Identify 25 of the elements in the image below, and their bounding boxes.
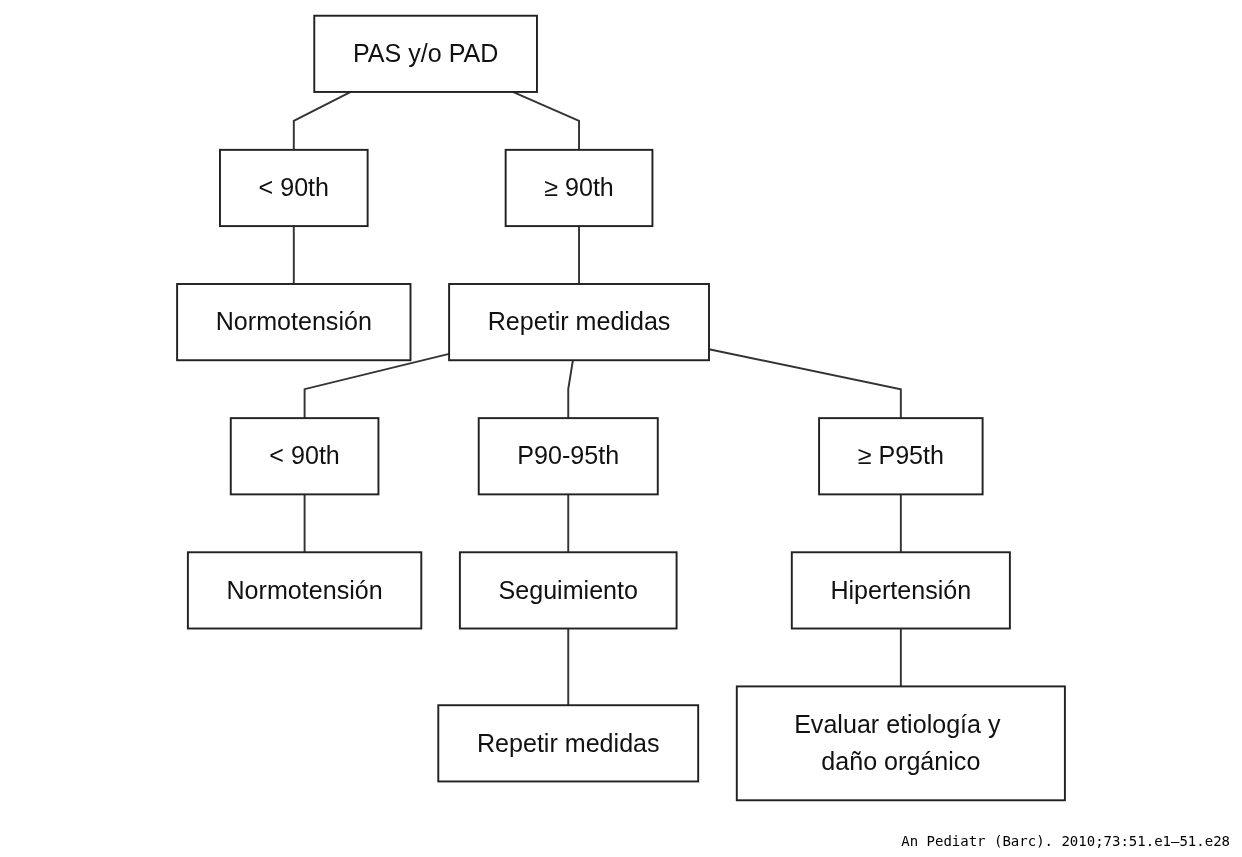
node-box: Repetir medidas: [437, 704, 700, 783]
node-box: P90-95th: [477, 417, 659, 496]
node-box: Repetir medidas: [448, 283, 710, 362]
node-box: Seguimiento: [458, 551, 678, 630]
connector: [511, 91, 580, 151]
connector: [292, 225, 295, 285]
node-box: ≥ 90th: [504, 148, 654, 228]
node-box: < 90th: [219, 148, 369, 228]
node-box: Normotensión: [176, 283, 412, 362]
connector: [899, 493, 902, 554]
connector: [292, 91, 352, 151]
connector: [708, 348, 902, 420]
node-box: Normotensión: [186, 551, 423, 630]
connector: [567, 493, 570, 554]
connector: [303, 493, 306, 554]
connector: [567, 627, 570, 707]
node-box: Evaluar etiología y daño orgánico: [735, 685, 1066, 802]
node-box: ≥ P95th: [818, 417, 984, 496]
connector: [567, 359, 574, 420]
node-box: < 90th: [229, 417, 380, 496]
connector: [578, 225, 580, 285]
node-box: PAS y/o PAD: [313, 14, 538, 93]
connector: [899, 627, 902, 688]
node-box: Hipertensión: [790, 551, 1011, 630]
source-citation: An Pediatr (Barc). 2010;73:51.e1–51.e28: [901, 833, 1230, 849]
